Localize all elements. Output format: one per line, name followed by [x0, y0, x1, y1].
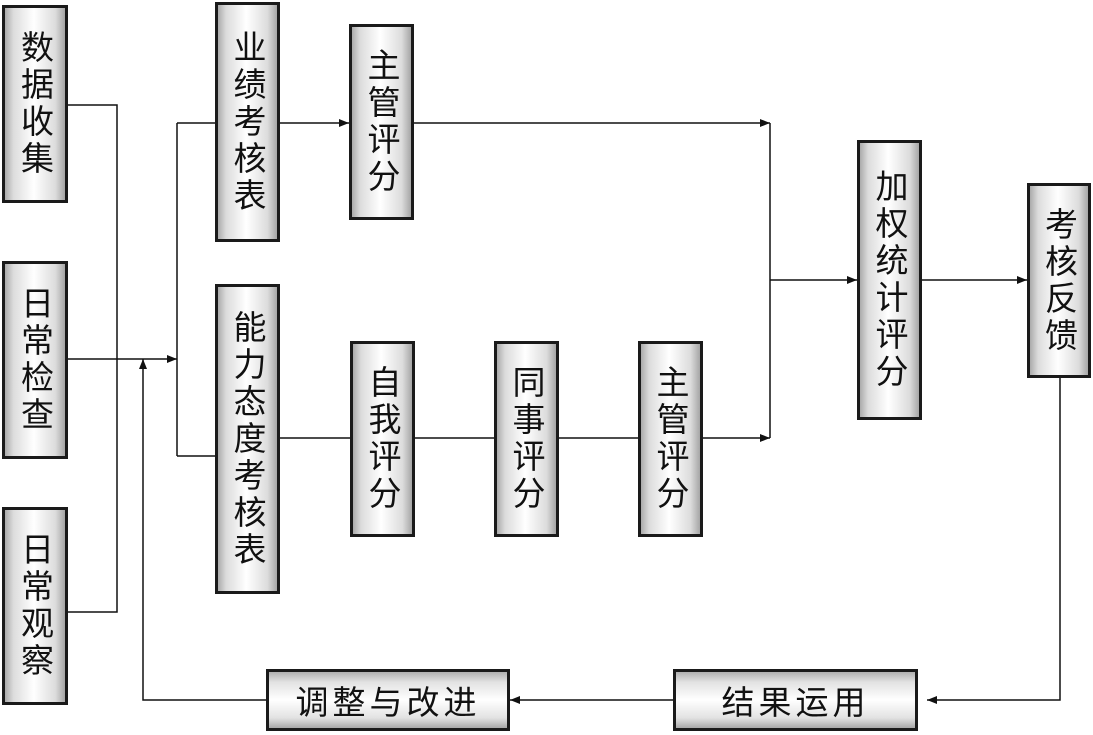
feedback-label: 考核反馈 — [1039, 206, 1079, 355]
daily-check-box: 日常检查 — [2, 261, 68, 459]
performance-form-label: 业绩考核表 — [228, 29, 267, 215]
weighted-score-label: 加权统计评分 — [870, 169, 909, 391]
weighted-score-box: 加权统计评分 — [857, 140, 922, 420]
result-application-box: 结果运用 — [673, 669, 918, 731]
data-collection-label: 数据收集 — [15, 30, 55, 178]
ability-attitude-form-label: 能力态度考核表 — [228, 309, 267, 569]
peer-score-box: 同事评分 — [494, 341, 559, 537]
self-score-label: 自我评分 — [363, 365, 402, 513]
connector-feedback-to-result — [927, 378, 1061, 704]
feedback-box: 考核反馈 — [1027, 183, 1091, 378]
adjust-improve-box: 调整与改进 — [266, 669, 510, 731]
performance-form-box: 业绩考核表 — [215, 2, 280, 242]
supervisor-score-1-box: 主管评分 — [349, 24, 414, 220]
self-score-box: 自我评分 — [350, 341, 415, 537]
data-collection-box: 数据收集 — [2, 5, 68, 203]
peer-score-label: 同事评分 — [507, 365, 546, 513]
supervisor-score-2-label: 主管评分 — [651, 365, 690, 513]
daily-observation-box: 日常观察 — [2, 507, 68, 705]
daily-observation-label: 日常观察 — [15, 532, 55, 680]
connector-adjust-loop-back — [139, 359, 266, 701]
supervisor-score-2-box: 主管评分 — [638, 341, 703, 537]
supervisor-score-1-label: 主管评分 — [362, 48, 401, 196]
result-application-label: 结果运用 — [721, 683, 870, 722]
ability-attitude-form-box: 能力态度考核表 — [215, 284, 280, 594]
daily-check-label: 日常检查 — [15, 286, 55, 434]
adjust-improve-label: 调整与改进 — [295, 683, 481, 722]
